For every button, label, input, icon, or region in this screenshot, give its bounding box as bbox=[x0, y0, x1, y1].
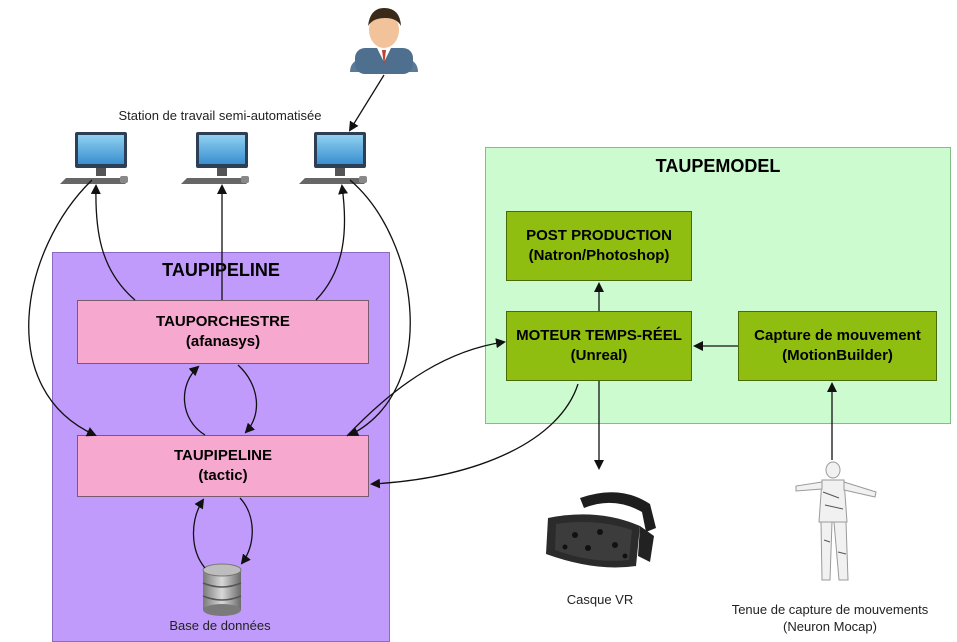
arrow-moteur-to-pipeline bbox=[370, 383, 579, 489]
database-icon bbox=[202, 563, 242, 616]
mocap-label-line1: Tenue de capture de mouvements bbox=[731, 602, 929, 617]
taupemodel-panel-title: TAUPEMODEL bbox=[655, 156, 781, 176]
tauporchestre-subtitle: (afanasys) bbox=[185, 333, 261, 350]
arrow-pc3-to-pipeline bbox=[348, 179, 411, 436]
post-production-title: POST PRODUCTION bbox=[526, 227, 672, 244]
vr-headset-icon bbox=[546, 492, 656, 568]
computer-2-icon bbox=[181, 132, 249, 184]
taupipeline-subtitle: (tactic) bbox=[198, 467, 248, 484]
arrow-orch-to-pipeline bbox=[237, 364, 258, 434]
tauporchestre-node: TAUPORCHESTRE (afanasys) bbox=[77, 300, 369, 364]
taupipeline-title: TAUPIPELINE bbox=[173, 447, 273, 464]
capture-title: Capture de mouvement bbox=[754, 327, 921, 344]
mocap-label-line2: (Neuron Mocap) bbox=[783, 619, 877, 634]
moteur-title: MOTEUR TEMPS-RÉEL bbox=[516, 327, 682, 344]
user-icon bbox=[350, 8, 418, 74]
arrow-orch-to-pc3 bbox=[315, 184, 349, 301]
arrow-user-to-pc3 bbox=[348, 74, 385, 132]
arrow-pipeline-to-moteur bbox=[346, 338, 506, 437]
arrow-orch-to-pc1 bbox=[90, 184, 136, 301]
moteur-subtitle: (Unreal) bbox=[570, 347, 628, 364]
database-label: Base de données bbox=[169, 618, 271, 633]
tauporchestre-title: TAUPORCHESTRE bbox=[156, 313, 290, 330]
vr-label: Casque VR bbox=[566, 592, 634, 607]
capture-node: Capture de mouvement (MotionBuilder) bbox=[738, 311, 937, 381]
capture-subtitle: (MotionBuilder) bbox=[782, 347, 893, 364]
taupipeline-node: TAUPIPELINE (tactic) bbox=[77, 435, 369, 497]
computer-3-icon bbox=[299, 132, 367, 184]
mocap-label: Tenue de capture de mouvements (Neuron M… bbox=[700, 601, 957, 635]
computer-1-icon bbox=[60, 132, 128, 184]
arrow-pc1-to-pipeline bbox=[28, 179, 97, 437]
mocap-figure-icon bbox=[795, 461, 877, 581]
arrow-pipeline-to-orch bbox=[183, 365, 206, 436]
post-production-node: POST PRODUCTION (Natron/Photoshop) bbox=[506, 211, 692, 281]
taupipeline-panel-title: TAUPIPELINE bbox=[162, 260, 280, 280]
post-production-subtitle: (Natron/Photoshop) bbox=[528, 247, 670, 264]
moteur-node: MOTEUR TEMPS-RÉEL (Unreal) bbox=[506, 311, 692, 381]
arrow-pipeline-to-db bbox=[239, 497, 253, 565]
arrow-db-to-pipeline bbox=[192, 498, 206, 569]
station-label: Station de travail semi-automatisée bbox=[118, 108, 322, 123]
